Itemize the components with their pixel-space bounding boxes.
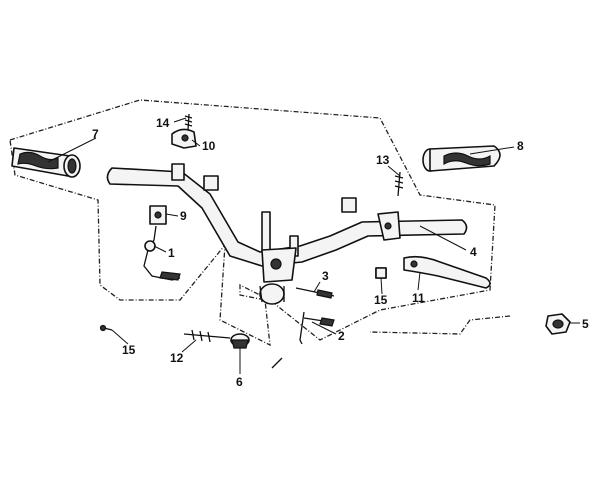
screw-15-left (99, 324, 113, 332)
callout-1: 1 (168, 246, 175, 260)
callout-12: 12 (170, 351, 184, 365)
callout-2: 2 (338, 329, 345, 343)
screw-lower-center (271, 357, 283, 369)
screw-12 (183, 329, 231, 343)
center-clamp (259, 211, 299, 305)
callout-14: 14 (156, 116, 170, 130)
callout-7: 7 (92, 127, 99, 141)
screw-14 (184, 113, 193, 131)
callout-11: 11 (412, 291, 425, 305)
callout-10: 10 (202, 139, 216, 153)
callout-15-right: 15 (374, 293, 388, 307)
bushing-6 (230, 333, 250, 349)
clamp-10 (171, 128, 197, 149)
brake-lever (403, 255, 491, 289)
brake-cable (299, 311, 335, 345)
callout-8: 8 (517, 139, 524, 153)
assembly-outline (9, 99, 496, 347)
cable-pin-3 (295, 287, 335, 299)
callout-6: 6 (236, 375, 243, 389)
callout-15-left: 15 (122, 343, 136, 357)
nut-5 (545, 313, 571, 335)
callout-13: 13 (376, 153, 390, 167)
left-switch-bracket (143, 205, 181, 281)
callout-9: 9 (180, 209, 187, 223)
right-grip (422, 145, 501, 172)
screw-15-right (375, 267, 387, 279)
callout-4: 4 (470, 245, 477, 259)
left-grip (11, 147, 81, 178)
callout-3: 3 (322, 269, 329, 283)
callout-5: 5 (582, 317, 589, 331)
handlebar-tube (106, 163, 468, 267)
lever-group-outline (369, 315, 511, 335)
leader-lines (47, 117, 580, 374)
